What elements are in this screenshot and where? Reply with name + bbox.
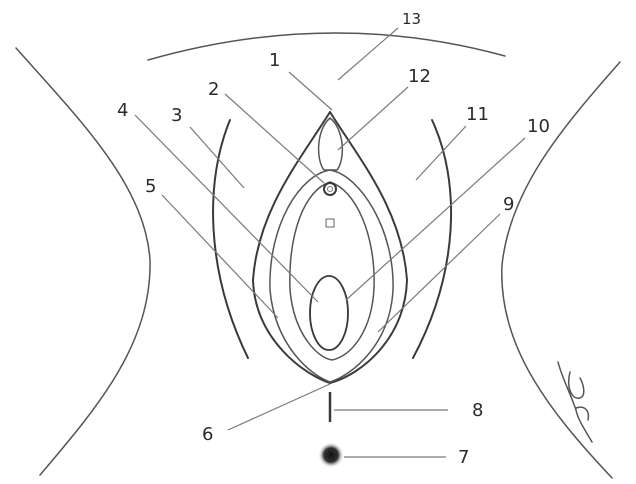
abdomen-arc xyxy=(148,33,505,60)
leader-12 xyxy=(338,87,408,150)
label-13: 13 xyxy=(402,10,421,28)
left-outer-fold xyxy=(213,120,248,358)
leader-6 xyxy=(228,384,330,430)
label-7: 7 xyxy=(458,447,469,468)
clitoris-glans-inner xyxy=(328,187,333,192)
left-thigh-contour xyxy=(16,48,150,475)
leader-1 xyxy=(289,72,332,110)
right-outer-fold xyxy=(413,120,451,358)
label-6: 6 xyxy=(202,424,213,445)
right-thigh-contour xyxy=(502,62,620,478)
leader-2 xyxy=(225,94,324,183)
vaginal-opening xyxy=(310,276,348,350)
leader-5 xyxy=(162,195,278,318)
leader-11 xyxy=(416,126,466,180)
label-11: 11 xyxy=(466,104,489,125)
label-4: 4 xyxy=(117,100,128,121)
label-9: 9 xyxy=(503,194,514,215)
label-2: 2 xyxy=(208,79,219,100)
leader-4 xyxy=(135,115,318,302)
vestibule-loop xyxy=(290,182,374,360)
label-10: 10 xyxy=(527,116,550,137)
leader-13 xyxy=(338,28,398,80)
artist-signature xyxy=(558,362,592,442)
anus-point xyxy=(318,442,344,468)
label-8: 8 xyxy=(472,400,483,421)
label-5: 5 xyxy=(145,176,156,197)
outer-almond xyxy=(253,112,407,383)
urethral-opening xyxy=(326,219,334,227)
label-3: 3 xyxy=(171,105,182,126)
label-12: 12 xyxy=(408,66,431,87)
label-1: 1 xyxy=(269,50,280,71)
clitoris-glans xyxy=(324,183,336,195)
